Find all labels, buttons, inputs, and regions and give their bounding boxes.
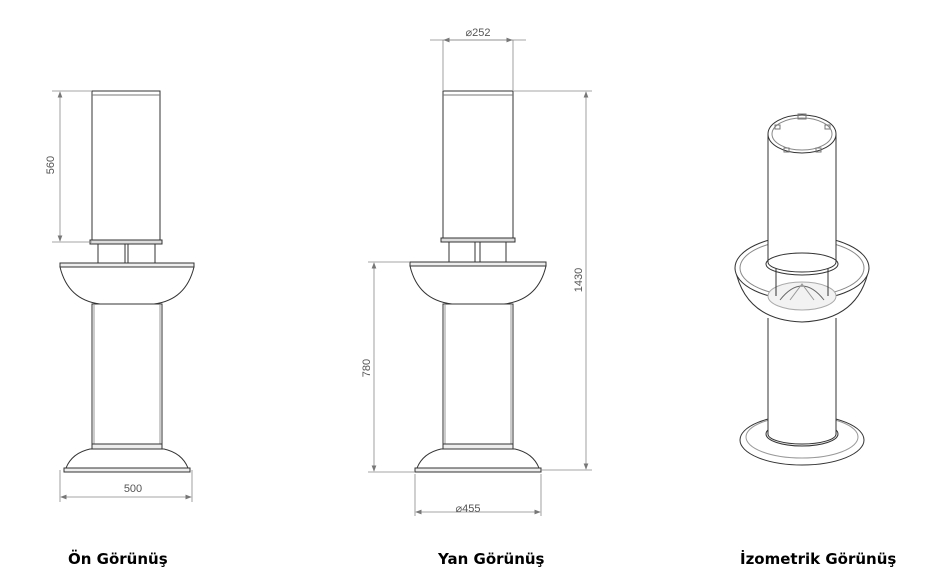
side-top-diameter-dimension: ⌀252	[466, 27, 491, 39]
front-width-dimension: 500	[124, 483, 142, 495]
side-total-height-dimension: 1430	[573, 268, 585, 292]
front-view-drawing	[59, 90, 195, 473]
isometric-view-caption: İzometrik Görünüş	[740, 550, 897, 568]
side-view-drawing	[409, 90, 547, 473]
side-lower-height-dimension: 780	[361, 359, 373, 377]
front-dimension-lines	[52, 90, 193, 502]
side-base-diameter-dimension: ⌀455	[456, 503, 481, 515]
front-view-caption: Ön Görünüş	[68, 550, 168, 568]
front-height-dimension: 560	[45, 156, 57, 174]
side-dimension-lines	[368, 37, 592, 516]
isometric-view-drawing	[734, 113, 870, 466]
side-view-caption: Yan Görünüş	[438, 550, 545, 568]
